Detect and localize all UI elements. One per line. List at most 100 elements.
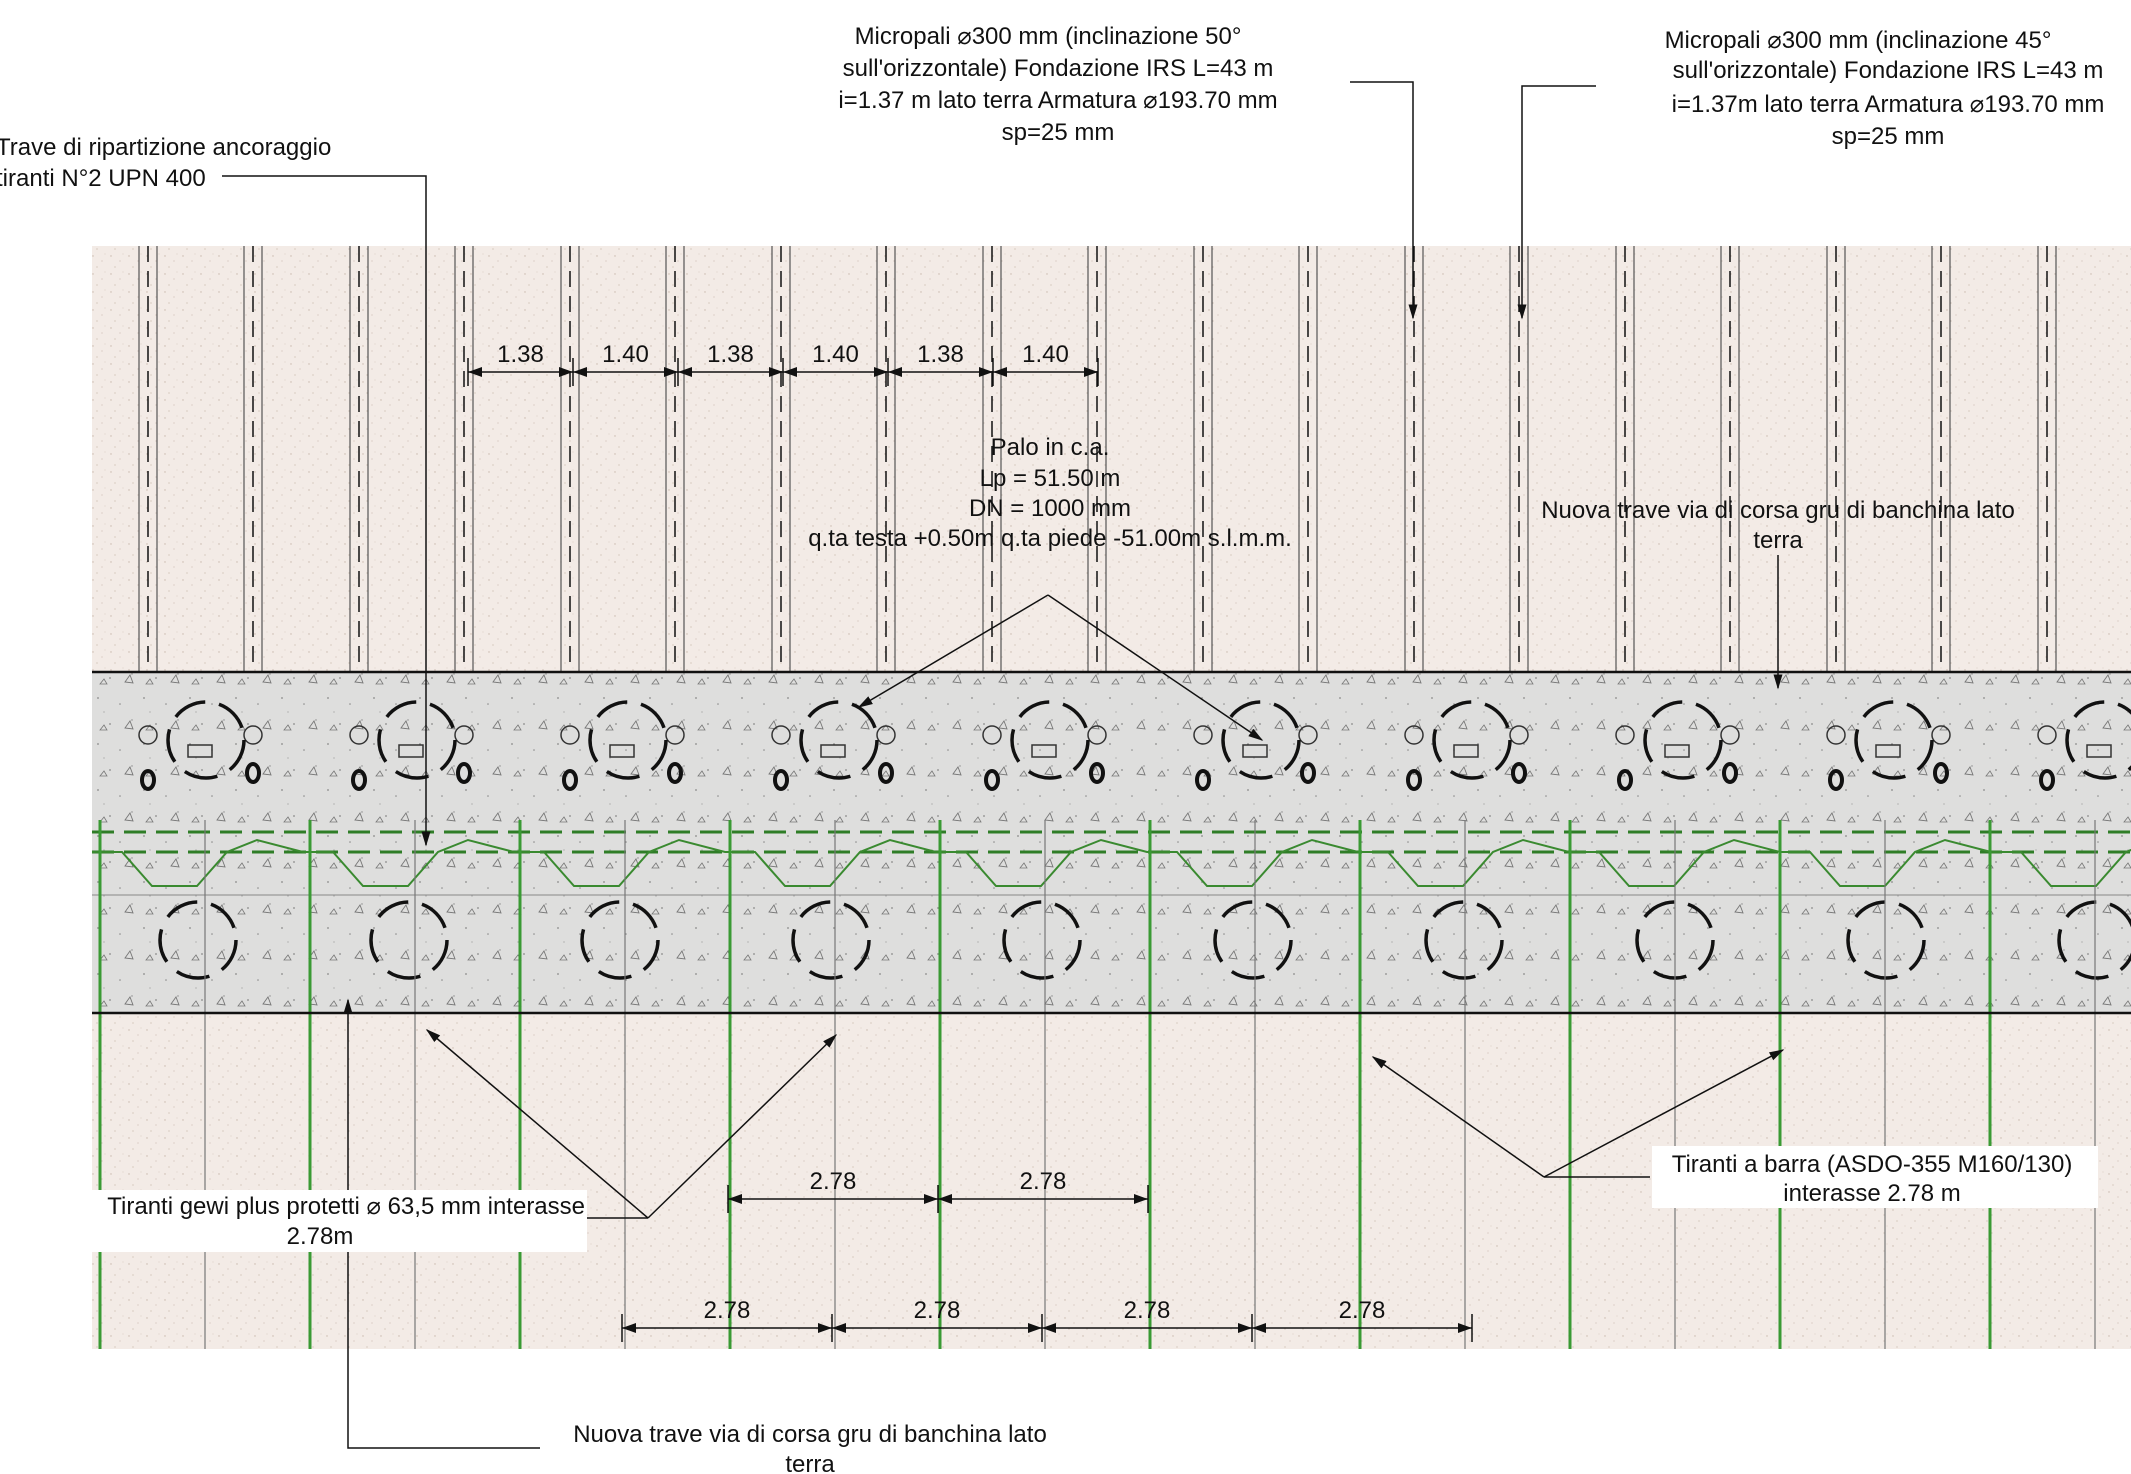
dim-bottom-arrow (622, 1323, 636, 1333)
label-line: sp=25 mm (1002, 119, 1115, 146)
label-line: Lp = 51.50 m (980, 465, 1121, 492)
pile-circle-lower (580, 900, 660, 980)
dim-top-arrow (468, 367, 482, 377)
svg-text:sull'orizzontale) Fondazione I: sull'orizzontale) Fondazione IRS L=43 m (1673, 57, 2104, 84)
dim-bottom-arrow (832, 1323, 846, 1333)
bolt-symbol (820, 744, 846, 758)
svg-text:i=1.37 m lato terra Armatura ⌀: i=1.37 m lato terra Armatura ⌀193.70 mm (838, 87, 1277, 114)
label-line: Tiranti gewi plus protetti ⌀ 63,5 mm int… (107, 1193, 585, 1220)
dim-top-arrow (769, 367, 783, 377)
micropile-head-circle (1087, 725, 1107, 745)
leader-palo-1 (857, 594, 1049, 708)
dim-bottom-arrow (1042, 1323, 1056, 1333)
leader-barra-1 (1371, 1056, 1545, 1178)
svg-text:i=1.37m lato terra Armatura ⌀1: i=1.37m lato terra Armatura ⌀193.70 mm (1672, 91, 2105, 118)
svg-text:Lp = 51.50 m: Lp = 51.50 m (980, 465, 1121, 492)
bolt-symbol (1453, 744, 1479, 758)
label-line: sull'orizzontale) Fondazione IRS L=43 m (843, 55, 1274, 82)
anchor-ring (1195, 769, 1211, 791)
label-line: Trave di ripartizione ancoraggio (0, 134, 331, 161)
pile-circle-lower (2057, 900, 2131, 980)
nuova-trave-bottom-label: Nuova trave via di corsa gru di banchina… (573, 1421, 1047, 1474)
pile-circle-lower (791, 900, 871, 980)
anchor-ring (351, 769, 367, 791)
label-line: i=1.37 m lato terra Armatura ⌀193.70 mm (838, 87, 1277, 114)
dim-top-label: 1.38 (917, 341, 964, 368)
dim-top-arrow (979, 367, 993, 377)
pile-circle-upper (799, 700, 879, 780)
dim-top-label: 1.38 (497, 341, 544, 368)
svg-text:Micropali ⌀300 mm (inclinazion: Micropali ⌀300 mm (inclinazione 50° (855, 23, 1242, 50)
dim-top-label: 1.40 (812, 341, 859, 368)
pile-circle-upper (588, 700, 668, 780)
label-line: i=1.37m lato terra Armatura ⌀193.70 mm (1672, 91, 2105, 118)
micropile-head-circle (1720, 725, 1740, 745)
dim-middle-arrow (728, 1194, 742, 1204)
dim-top-arrow (573, 367, 587, 377)
pile-circle-upper (1010, 700, 1090, 780)
dim-bottom-label: 2.78 (704, 1297, 751, 1324)
dim-top-arrow (888, 367, 902, 377)
bolt-symbol (1031, 744, 1057, 758)
trave-ripartizione-label: Trave di ripartizione ancoraggio tiranti… (0, 134, 331, 192)
tie-rod-lines (98, 820, 2096, 1349)
label-line: sull'orizzontale) Fondazione IRS L=43 m (1673, 57, 2104, 84)
label-backdrop (1652, 1146, 2098, 1208)
dim-top-arrow (1084, 367, 1098, 377)
label-line: 2.78m (287, 1223, 354, 1250)
anchor-ring (1089, 762, 1105, 784)
anchor-ring (1617, 769, 1633, 791)
label-line: Nuova trave via di corsa gru di banchina… (573, 1421, 1047, 1448)
micropile-head-circle (771, 725, 791, 745)
label-line: DN = 1000 mm (969, 495, 1131, 522)
pile-circle-lower (1002, 900, 1082, 980)
micropile-head-circle (1931, 725, 1951, 745)
dim-middle-arrow (938, 1194, 952, 1204)
dim-bottom-arrow (1028, 1323, 1042, 1333)
pile-circle-upper (1643, 700, 1723, 780)
dim-middle-arrow (1134, 1194, 1148, 1204)
bolt-symbol (187, 744, 213, 758)
bolt-symbol (2086, 744, 2112, 758)
anchor-ring (562, 769, 578, 791)
anchor-ring (1933, 762, 1949, 784)
palo-ca-label: Palo in c.a. Lp = 51.50 m DN = 1000 mm q… (808, 434, 1292, 552)
dim-top-arrow (559, 367, 573, 377)
micropile-head-circle (1193, 725, 1213, 745)
anchor-ring (1511, 762, 1527, 784)
svg-text:DN = 1000 mm: DN = 1000 mm (969, 495, 1131, 522)
leader-lines (222, 81, 1785, 1449)
micropali-45-label: Micropali ⌀300 mm (inclinazione 45° sull… (1665, 27, 2105, 150)
svg-text:2.78m: 2.78m (287, 1223, 354, 1250)
bolt-symbol (1875, 744, 1901, 758)
micropile-head-circle (876, 725, 896, 745)
pile-circle-upper (1221, 700, 1301, 780)
label-line: Tiranti a barra (ASDO-355 M160/130) (1672, 1151, 2073, 1178)
micropile-head-circle (454, 725, 474, 745)
anchor-ring (1722, 762, 1738, 784)
dim-bottom-label: 2.78 (1339, 1297, 1386, 1324)
dim-top-label: 1.40 (1022, 341, 1069, 368)
svg-text:terra: terra (1753, 527, 1803, 554)
label-line: Micropali ⌀300 mm (inclinazione 50° (855, 23, 1242, 50)
svg-text:Trave di ripartizione ancoragg: Trave di ripartizione ancoraggio (0, 134, 331, 161)
svg-text:Nuova trave via di corsa gru: Nuova trave via di corsa gru di banchina… (573, 1421, 1047, 1448)
micropile-head-circle (138, 725, 158, 745)
label-line: Palo in c.a. (991, 434, 1110, 461)
leader-barra-2 (1543, 1049, 1785, 1178)
dim-top-label: 1.40 (602, 341, 649, 368)
pile-circle-lower (1213, 900, 1293, 980)
micropile-head-circle (665, 725, 685, 745)
soil-top-area (92, 246, 2131, 672)
label-line: Micropali ⌀300 mm (inclinazione 45° (1665, 27, 2052, 54)
label-backdrop (52, 1190, 587, 1252)
micropile-head-circle (982, 725, 1002, 745)
dim-bottom-arrow (1238, 1323, 1252, 1333)
svg-text:Tiranti a barra (ASDO-355 M160: Tiranti a barra (ASDO-355 M160/130) (1672, 1151, 2073, 1178)
bolt-symbol (1664, 744, 1690, 758)
svg-text:Tiranti gewi plus protetti ⌀: Tiranti gewi plus protetti ⌀ 63,5 mm int… (107, 1193, 585, 1220)
anchor-ring (1828, 769, 1844, 791)
label-line: terra (785, 1451, 835, 1474)
bolt-symbol (1242, 744, 1268, 758)
